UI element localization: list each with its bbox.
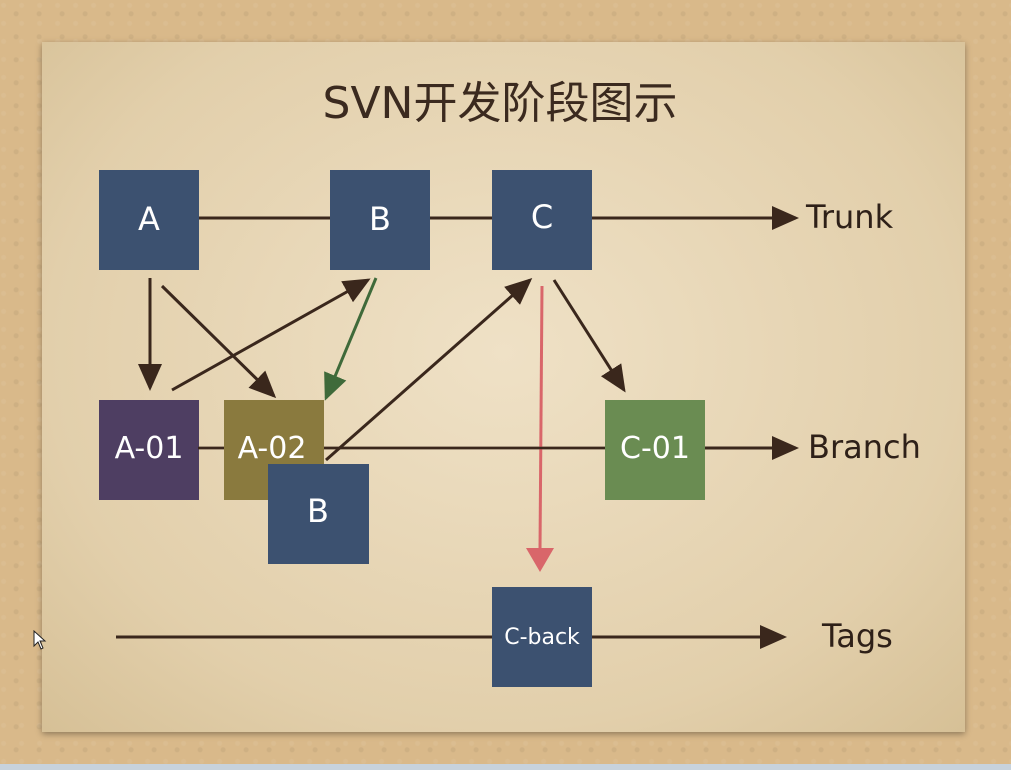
node-a02-label: A-02 — [238, 431, 307, 466]
arrow-a-to-a02 — [160, 284, 277, 399]
slide-paper — [42, 42, 965, 732]
lane-label-branch: Branch — [808, 428, 921, 466]
arrow-c-to-c01 — [552, 279, 626, 393]
bottom-bar — [0, 764, 1011, 770]
node-c01-label: C-01 — [620, 431, 690, 466]
page-title: SVN开发阶段图示 — [323, 78, 678, 129]
node-a01-box — [99, 400, 199, 500]
arrow-a01-to-b — [171, 278, 371, 392]
node-a-label: A — [138, 200, 160, 238]
node-c-back-label: C-back — [504, 625, 580, 650]
node-b-trunk-label: B — [369, 200, 391, 238]
lane-label-tags: Tags — [821, 617, 893, 655]
node-a01-label: A-01 — [115, 431, 184, 466]
node-c-box — [492, 170, 592, 270]
mouse-cursor-icon — [33, 630, 47, 650]
node-b-trunk-box — [330, 170, 430, 270]
node-b-branch-label: B — [307, 492, 329, 530]
arrow-b-to-a02 — [324, 277, 378, 401]
node-c-label: C — [531, 198, 553, 236]
arrow-c-to-tag — [526, 285, 554, 572]
node-c01-box — [605, 400, 705, 500]
lane-label-trunk: Trunk — [805, 198, 894, 236]
node-b-branch-box — [268, 464, 369, 564]
arrow-b-to-c — [325, 278, 533, 462]
node-a-box — [99, 170, 199, 270]
node-c-back-box — [492, 587, 592, 687]
